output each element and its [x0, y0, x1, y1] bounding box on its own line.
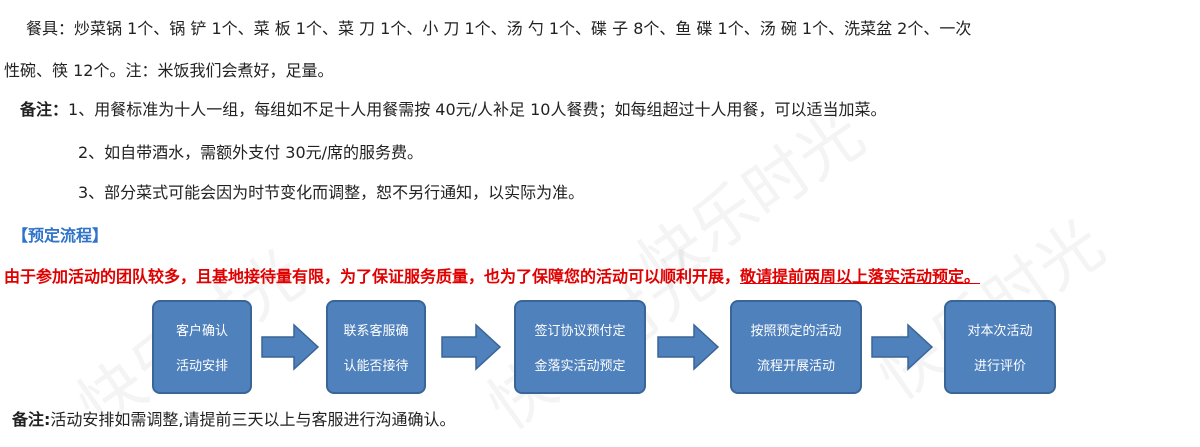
- footer-note: 备注:活动安排如需调整,请提前三天以上与客服进行沟通确认。: [12, 406, 456, 430]
- booking-notice-main: 由于参加活动的团队较多，且基地接待量有限，为了保证服务质量，也为了保障您的活动可…: [4, 267, 741, 286]
- booking-section-title: 【预定流程】: [12, 226, 109, 245]
- booking-notice: 由于参加活动的团队较多，且基地接待量有限，为了保证服务质量，也为了保障您的活动可…: [4, 263, 980, 287]
- flow-step-text: 联系客服确: [343, 324, 409, 339]
- arrow-right-icon: [871, 323, 934, 371]
- booking-notice-underlined: 敬请提前两周以上落实活动预定。: [740, 267, 981, 286]
- flow-step-text: 进行评价: [973, 359, 1026, 374]
- arrow-right-icon: [441, 323, 502, 371]
- flow-step-text: 对本次活动: [967, 324, 1033, 339]
- flow-step-text: 流程开展活动: [756, 359, 835, 374]
- footer-note-text: 活动安排如需调整,请提前三天以上与客服进行沟通确认。: [50, 410, 456, 429]
- tableware-line-2: 性碗、筷 12个。注：米饭我们会煮好，足量。: [4, 61, 334, 80]
- flow-step-5: 对本次活动 进行评价: [944, 300, 1056, 394]
- flow-step-text: 按照预定的活动: [750, 324, 842, 339]
- flow-step-text: 客户确认: [175, 324, 228, 339]
- flow-step-1: 客户确认 活动安排: [152, 300, 252, 394]
- note-text-1: 1、用餐标准为十人一组，每组如不足十人用餐需按 40元/人补足 10人餐费；如每…: [68, 100, 887, 119]
- note-item-3: 3、部分菜式可能会因为时节变化而调整，恕不另行通知，以实际为准。: [78, 183, 585, 202]
- tableware-line-1: 餐具：炒菜锅 1个、锅 铲 1个、菜 板 1个、菜 刀 1个、小 刀 1个、汤 …: [26, 19, 972, 38]
- arrow-right-icon: [657, 323, 720, 371]
- flow-step-text: 活动安排: [175, 359, 228, 374]
- flow-step-text: 签订协议预付定: [534, 324, 626, 339]
- footer-note-label: 备注:: [12, 410, 51, 429]
- flow-step-3: 签订协议预付定 金落实活动预定: [514, 300, 646, 394]
- arrow-right-icon: [261, 323, 320, 371]
- flow-step-text: 金落实活动预定: [534, 359, 626, 374]
- note-item-2: 2、如自带酒水，需额外支付 30元/席的服务费。: [78, 143, 424, 162]
- flow-step-text: 认能否接待: [343, 359, 409, 374]
- flow-step-4: 按照预定的活动 流程开展活动: [730, 300, 862, 394]
- note-item-1: 备注：1、用餐标准为十人一组，每组如不足十人用餐需按 40元/人补足 10人餐费…: [20, 99, 886, 121]
- note-label: 备注：: [20, 100, 69, 119]
- flow-step-2: 联系客服确 认能否接待: [326, 300, 426, 394]
